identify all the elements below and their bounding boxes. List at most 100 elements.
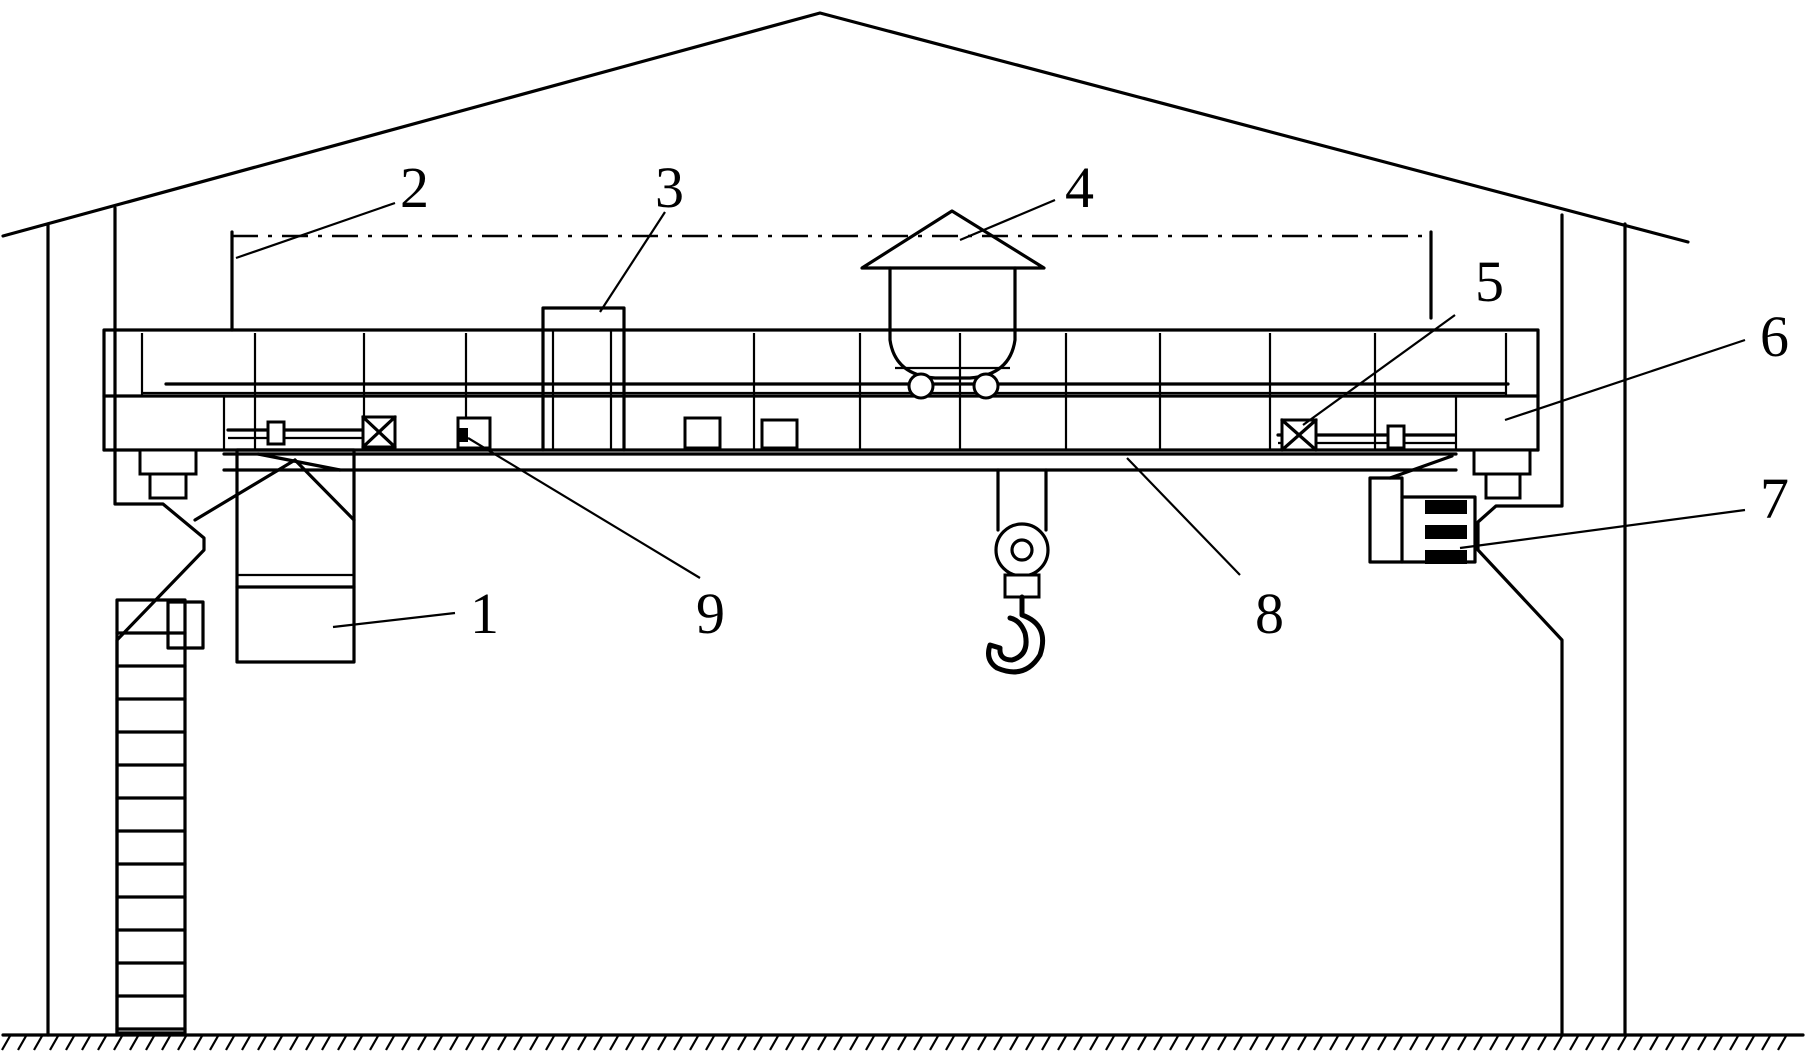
ground-hatch-mark: [929, 1035, 939, 1051]
leader-9: [467, 437, 701, 579]
ground-hatch-mark: [481, 1035, 491, 1051]
ground-hatch-mark: [785, 1035, 795, 1051]
ground-hatch-mark: [193, 1035, 203, 1051]
ground-hatch-mark: [321, 1035, 331, 1051]
wheel-right-bottom: [1484, 472, 1522, 500]
girder-box-a: [683, 416, 722, 450]
ground-hatch-mark: [1185, 1035, 1195, 1051]
cab-outline: [235, 448, 356, 664]
leader-3: [599, 211, 666, 313]
ground-hatch-mark: [1697, 1035, 1707, 1051]
ground-hatch-mark: [1553, 1035, 1563, 1051]
cabinet-outline: [541, 306, 626, 452]
electrical-cabinet: [541, 306, 626, 452]
leader-2: [235, 201, 396, 260]
ground-hatch-mark: [1713, 1035, 1723, 1051]
ground-hatch-mark: [1409, 1035, 1419, 1051]
ground-hatch-mark: [1761, 1035, 1771, 1051]
ground-hatch-mark: [401, 1035, 411, 1051]
callout-8: 8: [1255, 581, 1284, 646]
end-wheels: [138, 448, 1532, 500]
leader-1: [332, 611, 456, 629]
ground-hatch-mark: [337, 1035, 347, 1051]
ground-hatch-mark: [1537, 1035, 1547, 1051]
ground-hatch-mark: [1569, 1035, 1579, 1051]
ground-hatch-mark: [33, 1035, 43, 1051]
ground-hatch-mark: [993, 1035, 1003, 1051]
ground-hatch-mark: [1393, 1035, 1403, 1051]
trolley-conductor: [230, 230, 1433, 332]
limit-switch-mark: [458, 428, 468, 442]
ground-hatch-mark: [833, 1035, 843, 1051]
ground-hatch-mark: [129, 1035, 139, 1051]
ground-hatch-mark: [145, 1035, 155, 1051]
ground-hatch-mark: [737, 1035, 747, 1051]
ground-hatch-mark: [433, 1035, 443, 1051]
ground-hatch-mark: [1297, 1035, 1307, 1051]
ground-hatch-mark: [913, 1035, 923, 1051]
ground: [1, 1033, 1805, 1051]
ground-hatch-mark: [289, 1035, 299, 1051]
ground-hatch-mark: [961, 1035, 971, 1051]
ground-hatch-mark: [17, 1035, 27, 1051]
leader-7: [1459, 508, 1746, 550]
ground-hatch-mark: [497, 1035, 507, 1051]
ground-hatch-mark: [1345, 1035, 1355, 1051]
ground-hatch-mark: [945, 1035, 955, 1051]
ground-hatch-mark: [1153, 1035, 1163, 1051]
ground-hatch-mark: [769, 1035, 779, 1051]
roof: [1, 11, 1690, 244]
ground-hatch-mark: [689, 1035, 699, 1051]
ground-hatch-mark: [369, 1035, 379, 1051]
ground-hatch-mark: [657, 1035, 667, 1051]
hook-block: [1003, 573, 1041, 599]
ground-hatch-mark: [1, 1035, 11, 1051]
ground-hatch-mark: [1025, 1035, 1035, 1051]
ground-hatch-mark: [417, 1035, 427, 1051]
ground-hatch-mark: [865, 1035, 875, 1051]
ground-hatch-mark: [641, 1035, 651, 1051]
wheel-right-top: [1472, 448, 1532, 476]
ground-hatch-mark: [897, 1035, 907, 1051]
ground-hatch-mark: [1105, 1035, 1115, 1051]
ground-hatch-mark: [1313, 1035, 1323, 1051]
ground-hatch-mark: [257, 1035, 267, 1051]
ground-hatch-mark: [1009, 1035, 1019, 1051]
ground-hatch-mark: [81, 1035, 91, 1051]
callout-9: 9: [696, 581, 725, 646]
callout-6: 6: [1760, 304, 1789, 369]
ground-hatch-mark: [1745, 1035, 1755, 1051]
hook: [986, 594, 1046, 675]
buffer-spring-3: [1425, 550, 1467, 564]
ground-hatch-mark: [1473, 1035, 1483, 1051]
trolley: [860, 209, 1046, 400]
ground-hatch-mark: [1585, 1035, 1595, 1051]
ground-hatch-mark: [1729, 1035, 1739, 1051]
ground-hatch-mark: [817, 1035, 827, 1051]
trolley-roof: [860, 209, 1046, 270]
ground-hatch-mark: [1681, 1035, 1691, 1051]
buffer: [1368, 476, 1477, 564]
ground-hatch-mark: [65, 1035, 75, 1051]
hook-pulley-axle: [1010, 538, 1034, 562]
callout-1: 1: [470, 581, 499, 646]
ground-hatch-mark: [1521, 1035, 1531, 1051]
ground-hatch-mark: [1169, 1035, 1179, 1051]
ground-hatch-mark: [1665, 1035, 1675, 1051]
ground-hatch-mark: [273, 1035, 283, 1051]
wheel-left-bottom: [148, 472, 188, 500]
ground-hatch-mark: [1041, 1035, 1051, 1051]
ground-hatch-mark: [1377, 1035, 1387, 1051]
ground-hatch-mark: [977, 1035, 987, 1051]
reducer-left-x2: [361, 415, 397, 449]
ground-hatch-mark: [465, 1035, 475, 1051]
ground-hatch-mark: [1201, 1035, 1211, 1051]
ladder-frame: [115, 598, 187, 1035]
ground-hatch-mark: [1249, 1035, 1259, 1051]
ladder: [115, 598, 187, 1035]
ground-hatch-mark: [1617, 1035, 1627, 1051]
travel-mechanism-left: [226, 415, 397, 449]
ground-hatch-mark: [225, 1035, 235, 1051]
operator-cab: [193, 448, 356, 664]
ground-hatch-mark: [1457, 1035, 1467, 1051]
